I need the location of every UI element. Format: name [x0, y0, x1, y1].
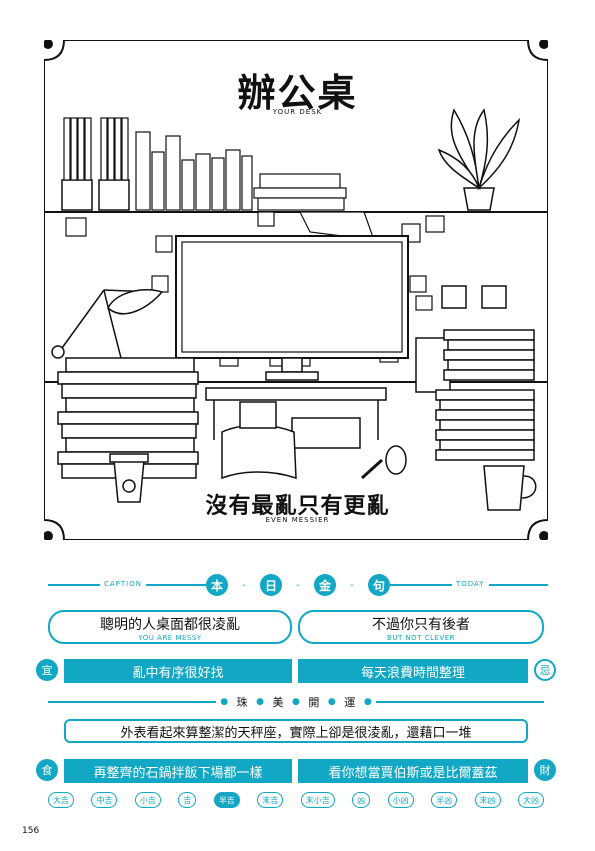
heading-char: 句 — [367, 574, 390, 596]
quote-right-en: BUT NOT CLEVER — [387, 634, 455, 642]
luck-item: 大凶 — [517, 792, 544, 808]
luck-item: 吉 — [178, 792, 197, 808]
luck-item: 末吉 — [257, 792, 284, 808]
zhu-text-box: 外表看起來算整潔的天秤座，實際上卻是很淩亂，還藉口一堆 — [64, 719, 528, 743]
quote-left: 聰明的人桌面都很凌亂 — [100, 617, 240, 633]
quote-right: 不過你只有後者 — [372, 617, 470, 633]
cai-text: 看你想當賈伯斯或是比爾蓋茲 — [298, 759, 528, 783]
page-number: 156 — [22, 826, 40, 836]
illustration-subtitle: YOUR DESK — [272, 108, 323, 116]
cai-label: 財 — [534, 759, 556, 781]
zhu-text: 外表看起來算整潔的天秤座，實際上卻是很淩亂，還藉口一堆 — [120, 725, 472, 741]
luck-item-selected: 半吉 — [213, 792, 240, 808]
zhu-heading: ● 珠 ● 美 ● 開 ● 運 ● — [216, 693, 376, 711]
heading-char: 本 — [206, 574, 228, 596]
heading-chars: 本 - 日 - 金 - 句 — [206, 573, 390, 597]
yi-label: 宜 — [36, 659, 58, 681]
luck-item: 末凶 — [474, 792, 501, 808]
heading-char: 金 — [313, 574, 336, 596]
heading-char: 日 — [259, 574, 282, 596]
caption-label: CAPTION — [100, 580, 146, 588]
luck-item: 中吉 — [91, 792, 118, 808]
illustration-caption: 沒有最亂只有更亂 — [205, 494, 390, 519]
luck-item: 凶 — [352, 792, 371, 808]
zhu-char: 運 — [344, 696, 356, 709]
ji-text: 每天浪費時間整理 — [298, 659, 528, 683]
luck-levels: 大吉 中吉 小吉 吉 半吉 末吉 末小吉 凶 小凶 半凶 末凶 大凶 — [48, 792, 544, 808]
illustration-title: 辦公桌 — [237, 71, 358, 115]
quote-right-box: 不過你只有後者 BUT NOT CLEVER — [298, 610, 544, 644]
ji-label: 忌 — [534, 659, 556, 681]
luck-item: 小凶 — [387, 792, 414, 808]
luck-item: 小吉 — [134, 792, 161, 808]
zhu-char: 開 — [308, 696, 320, 709]
shi-label: 食 — [36, 759, 58, 781]
luck-item: 半凶 — [431, 792, 458, 808]
luck-item: 大吉 — [48, 792, 74, 808]
quote-left-en: YOU ARE MESSY — [138, 634, 202, 642]
desk-illustration — [44, 40, 548, 540]
zhu-char: 珠 — [236, 696, 248, 709]
yi-text: 亂中有序很好找 — [64, 659, 292, 683]
quote-left-box: 聰明的人桌面都很凌亂 YOU ARE MESSY — [48, 610, 292, 644]
luck-item: 末小吉 — [300, 792, 335, 808]
zhu-char: 美 — [272, 696, 284, 709]
shi-text: 再整齊的石鍋拌飯下場都一樣 — [64, 759, 292, 783]
today-label: TODAY — [452, 580, 489, 588]
illustration-caption-en: EVEN MESSIER — [265, 516, 330, 524]
